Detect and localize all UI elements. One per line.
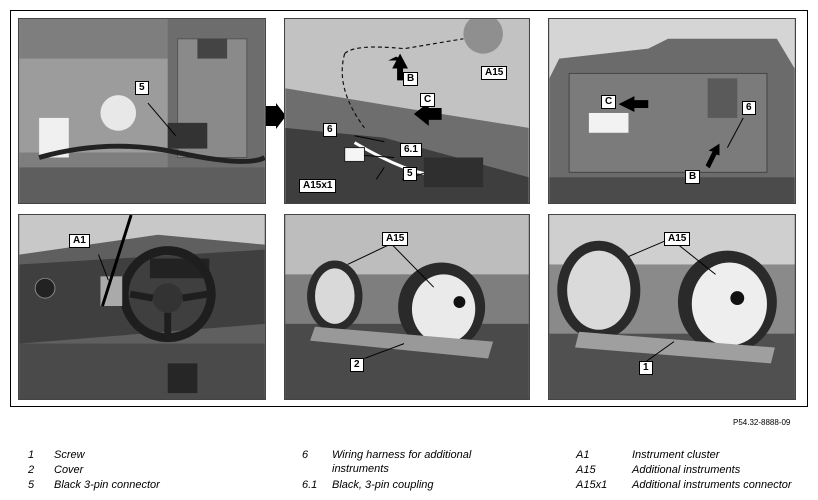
legend-text: Instrument cluster [632, 449, 720, 461]
legend-number: 6 [302, 449, 309, 461]
legend-text: Cover [54, 464, 84, 476]
legend-number: A1 [576, 449, 590, 461]
legend-item: 1 Screw [28, 448, 288, 462]
photo-panel-connector: 5 [18, 18, 266, 204]
legend-number: A15 [576, 464, 596, 476]
photo-cockpit-illustration [19, 215, 265, 399]
callout-6: 6 [323, 123, 337, 137]
legend-item: 6.1 Black, 3-pin coupling [302, 478, 562, 492]
callout-a15x1: A15x1 [299, 179, 337, 193]
callout-2: 2 [350, 358, 364, 372]
legend-item: 2 Cover [28, 463, 288, 477]
figure-reference-id: P54.32-8888-09 [733, 418, 791, 427]
photo-housing-illustration [549, 19, 795, 203]
legend-text: Screw [54, 449, 85, 461]
photo-panel-harness: B A15 C 6 6.1 A15x1 5 [284, 18, 530, 204]
legend-item: A1 Instrument cluster [576, 448, 816, 462]
callout-a1: A1 [69, 234, 90, 248]
legend: 1 Screw 2 Cover 5 Black 3-pin connector … [0, 448, 818, 500]
legend-number: A15x1 [576, 479, 608, 491]
photo-screw-illustration [549, 215, 795, 399]
callout-5: 5 [403, 167, 417, 181]
legend-text: Additional instruments [632, 464, 741, 476]
arrow-right-icon [266, 103, 286, 129]
photo-connector-illustration [19, 19, 265, 203]
callout-b: B [685, 170, 701, 184]
legend-text: Black, 3-pin coupling [332, 479, 434, 491]
photo-panel-screw: A15 1 [548, 214, 796, 400]
photo-panel-cockpit: A1 [18, 214, 266, 400]
legend-text: Black 3-pin connector [54, 479, 160, 491]
callout-a15: A15 [382, 232, 409, 246]
callout-6-1: 6.1 [400, 143, 422, 157]
legend-text: Wiring harness for additional instrument… [332, 449, 472, 475]
callout-a15: A15 [664, 232, 691, 246]
legend-item: A15x1 Additional instruments connector [576, 478, 816, 492]
legend-item: 5 Black 3-pin connector [28, 478, 288, 492]
legend-number: 2 [28, 464, 35, 476]
photo-panel-cover: A15 2 [284, 214, 530, 400]
callout-b: B [403, 72, 419, 86]
legend-number: 6.1 [302, 479, 318, 491]
callout-a15: A15 [481, 66, 508, 80]
legend-number: 1 [28, 449, 35, 461]
callout-c: C [420, 93, 436, 107]
callout-6: 6 [742, 101, 756, 115]
legend-text: Additional instruments connector [632, 479, 792, 491]
legend-item: A15 Additional instruments [576, 463, 816, 477]
legend-number: 5 [28, 479, 35, 491]
photo-panel-housing: C 6 B [548, 18, 796, 204]
callout-c: C [601, 95, 617, 109]
callout-1: 1 [639, 361, 653, 375]
callout-5: 5 [135, 81, 149, 95]
legend-item: 6 Wiring harness for additional instrume… [302, 448, 562, 476]
